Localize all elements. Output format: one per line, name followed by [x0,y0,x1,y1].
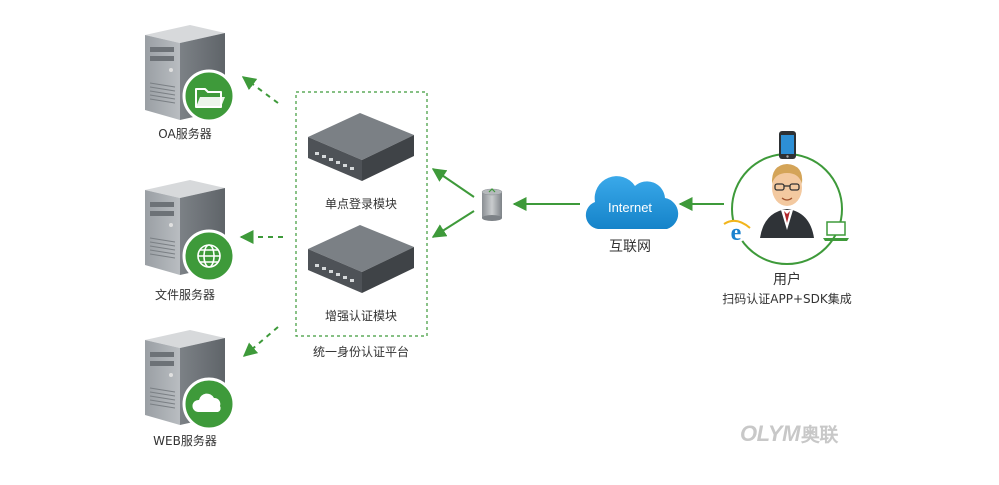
auth-module-label: 增强认证模块 [324,309,397,323]
internet-label: 互联网 [609,239,651,255]
gateway-arrows [431,168,475,238]
user-sublabel: 扫码认证APP+SDK集成 [722,292,852,306]
web-server-label: WEB服务器 [153,434,217,448]
internet-cloud-icon [585,176,679,229]
platform-label: 统一身份认证平台 [312,345,409,359]
svg-text:e: e [731,220,742,246]
olym-logo: OLYM奥联 [740,420,838,447]
internet-cloud-text: Internet [607,200,653,215]
phone-icon [779,131,796,159]
laptop-icon [823,221,849,241]
user-avatar [760,164,814,238]
server-arrows [239,76,283,357]
globe-icon [182,229,236,283]
file-server-label: 文件服务器 [154,288,215,302]
cloud-icon [182,377,236,431]
gateway-database-icon [481,188,503,221]
sso-module-icon [308,113,414,181]
ie-browser-icon: e [723,219,751,246]
auth-module-icon [308,225,414,293]
folder-icon [182,69,236,123]
platform-box [295,91,428,337]
olym-logo-cn: 奥联 [800,425,839,446]
sso-module-label: 单点登录模块 [324,197,397,211]
user-label: 用户 [773,272,801,288]
olym-logo-text: OLYM [740,421,800,446]
oa-server-label: OA服务器 [158,127,212,141]
